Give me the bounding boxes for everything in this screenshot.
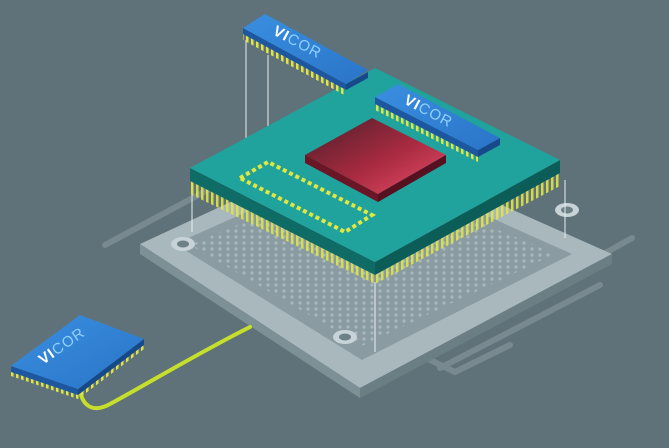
socket-post — [333, 330, 357, 344]
socket-post — [171, 237, 195, 251]
vicor-module-top: VICOR — [243, 14, 368, 96]
socket-post — [555, 203, 579, 217]
vicor-module-bottom-left: VICOR — [11, 315, 144, 399]
vicor-module-right: VICOR — [375, 84, 500, 162]
module-footprint-outline — [235, 159, 377, 235]
power-cable — [78, 325, 252, 411]
processor-die — [305, 118, 446, 202]
